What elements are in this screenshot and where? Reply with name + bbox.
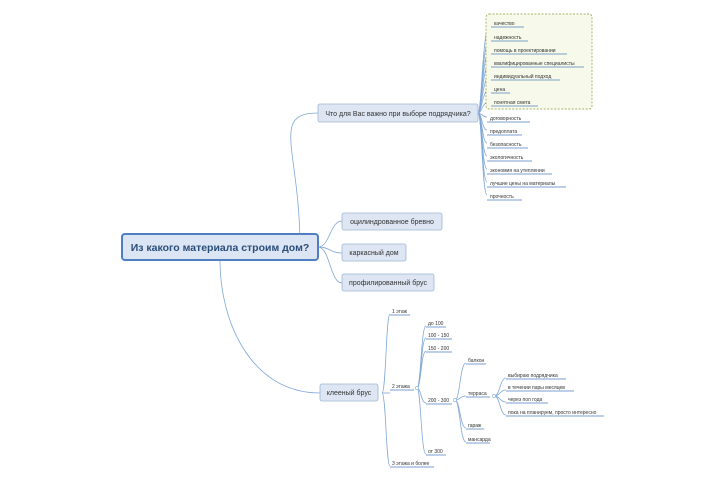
area-item[interactable]: 100 - 150 <box>426 333 452 340</box>
feature-terrace[interactable]: терраса <box>466 391 490 398</box>
svg-text:экологичность: экологичность <box>490 155 524 161</box>
glued-areas: до 100 100 - 150 150 - 200 200 - 300 от … <box>426 321 457 456</box>
list-item[interactable]: безопасность <box>487 142 528 149</box>
criteria-grouped-items: качество надежность помощь в проектирова… <box>491 21 584 107</box>
branch-profiled-label: профилированный брус <box>349 279 427 287</box>
branch-frame[interactable]: каркасный дом <box>341 243 407 262</box>
svg-text:3 этажа и более: 3 этажа и более <box>392 461 430 467</box>
list-item[interactable]: качество <box>491 21 524 28</box>
branch-criteria-label: Что для Вас важно при выборе подрядчика? <box>325 110 470 118</box>
feature-attic[interactable]: мансарда <box>466 437 491 444</box>
branch-glued-label: клееный брус <box>327 389 372 397</box>
svg-text:от 300: от 300 <box>428 449 443 455</box>
glued-timing: выбираю подрядчика в течении пары месяце… <box>506 373 604 417</box>
svg-text:помощь в проектировании: помощь в проектировании <box>494 48 556 54</box>
floor-one[interactable]: 1 этаж <box>390 309 410 316</box>
svg-text:индивидуальный подход: индивидуальный подход <box>494 73 551 80</box>
svg-text:до 100: до 100 <box>428 321 444 327</box>
branch-profiled[interactable]: профилированный брус <box>341 273 435 292</box>
list-item[interactable]: квалифицированные специалисты <box>491 61 584 68</box>
area-item[interactable]: от 300 <box>426 449 446 456</box>
list-item[interactable]: предоплата <box>487 129 522 136</box>
criteria-items: договорность предоплата безопасность эко… <box>487 116 566 201</box>
svg-text:безопасность: безопасность <box>490 142 522 148</box>
svg-text:через пол года: через пол года <box>508 397 543 403</box>
floor-three[interactable]: 3 этажа и более <box>390 461 434 468</box>
expand-toggle[interactable] <box>453 398 457 402</box>
glued-floors: 1 этаж 2 этажа 3 этажа и более <box>390 309 434 468</box>
svg-text:лучшие цены на материалы: лучшие цены на материалы <box>490 181 556 187</box>
edge-root-glued <box>219 260 321 394</box>
svg-text:гараж: гараж <box>468 423 482 429</box>
edges-criteria <box>477 21 492 196</box>
edge-root-profiled <box>317 246 343 284</box>
timing-item[interactable]: выбираю подрядчика <box>506 373 566 380</box>
root-node[interactable]: Из какого материала строим дом? <box>121 233 319 261</box>
timing-item[interactable]: в течении пары месяцев <box>506 385 574 392</box>
svg-text:100 - 150: 100 - 150 <box>428 333 449 339</box>
timing-item[interactable]: пока на планируем, просто интересно <box>506 410 604 417</box>
feature-balcony[interactable]: балкон <box>466 358 486 365</box>
branch-frame-label: каркасный дом <box>349 249 398 257</box>
connectors <box>219 21 507 467</box>
list-item[interactable]: цена <box>491 87 510 94</box>
svg-text:договорность: договорность <box>490 116 522 122</box>
branch-log-label: оцилиндрованное бревно <box>350 218 434 226</box>
svg-text:предоплата: предоплата <box>490 129 517 135</box>
edge-root-frame <box>317 246 343 254</box>
list-item[interactable]: экономия на утеплении <box>487 168 552 175</box>
svg-text:пока на планируем, просто инте: пока на планируем, просто интересно <box>508 410 597 416</box>
area-item[interactable]: 200 - 300 <box>426 398 452 405</box>
feature-garage[interactable]: гараж <box>466 423 484 430</box>
edge-root-log <box>317 220 343 248</box>
edge-root-criteria <box>290 112 319 248</box>
glued-features: балкон терраса гараж мансарда <box>466 358 496 444</box>
svg-text:1 этаж: 1 этаж <box>392 309 408 315</box>
svg-text:балкон: балкон <box>468 358 484 364</box>
list-item[interactable]: надежность <box>491 35 528 42</box>
svg-text:надежность: надежность <box>494 35 522 41</box>
list-item[interactable]: лучшие цены на материалы <box>487 181 566 188</box>
svg-text:прочность: прочность <box>490 194 514 200</box>
area-item[interactable]: до 100 <box>426 321 446 328</box>
svg-text:150 - 200: 150 - 200 <box>428 346 449 352</box>
svg-text:2 этажа: 2 этажа <box>392 384 410 390</box>
root-label: Из какого материала строим дом? <box>131 242 310 254</box>
svg-text:понятная смета: понятная смета <box>494 100 531 106</box>
svg-text:терраса: терраса <box>468 391 487 397</box>
list-item[interactable]: помощь в проектировании <box>491 48 567 55</box>
expand-toggle[interactable] <box>415 386 419 390</box>
svg-text:экономия на утеплении: экономия на утеплении <box>490 168 545 174</box>
timing-item[interactable]: через пол года <box>506 397 548 404</box>
list-item[interactable]: индивидуальный подход <box>491 73 560 81</box>
svg-text:выбираю подрядчика: выбираю подрядчика <box>508 373 558 379</box>
list-item[interactable]: понятная смета <box>491 100 538 107</box>
list-item[interactable]: экологичность <box>487 155 532 162</box>
area-item[interactable]: 150 - 200 <box>426 346 452 353</box>
svg-text:в течении пары месяцев: в течении пары месяцев <box>508 385 565 391</box>
svg-text:мансарда: мансарда <box>468 437 491 443</box>
expand-toggle[interactable] <box>492 394 496 398</box>
svg-text:качество: качество <box>494 21 515 27</box>
list-item[interactable]: прочность <box>487 194 522 201</box>
svg-text:цена: цена <box>494 87 505 93</box>
criteria-group-boundary <box>485 13 593 110</box>
branch-glued[interactable]: клееный брус <box>319 383 379 402</box>
branch-log[interactable]: оцилиндрованное бревно <box>341 212 443 231</box>
floor-two[interactable]: 2 этажа <box>390 384 414 391</box>
svg-text:квалифицированные специалисты: квалифицированные специалисты <box>494 61 575 67</box>
svg-text:200 - 300: 200 - 300 <box>428 398 449 404</box>
branch-criteria[interactable]: Что для Вас важно при выборе подрядчика? <box>317 103 479 123</box>
list-item[interactable]: договорность <box>487 116 530 123</box>
